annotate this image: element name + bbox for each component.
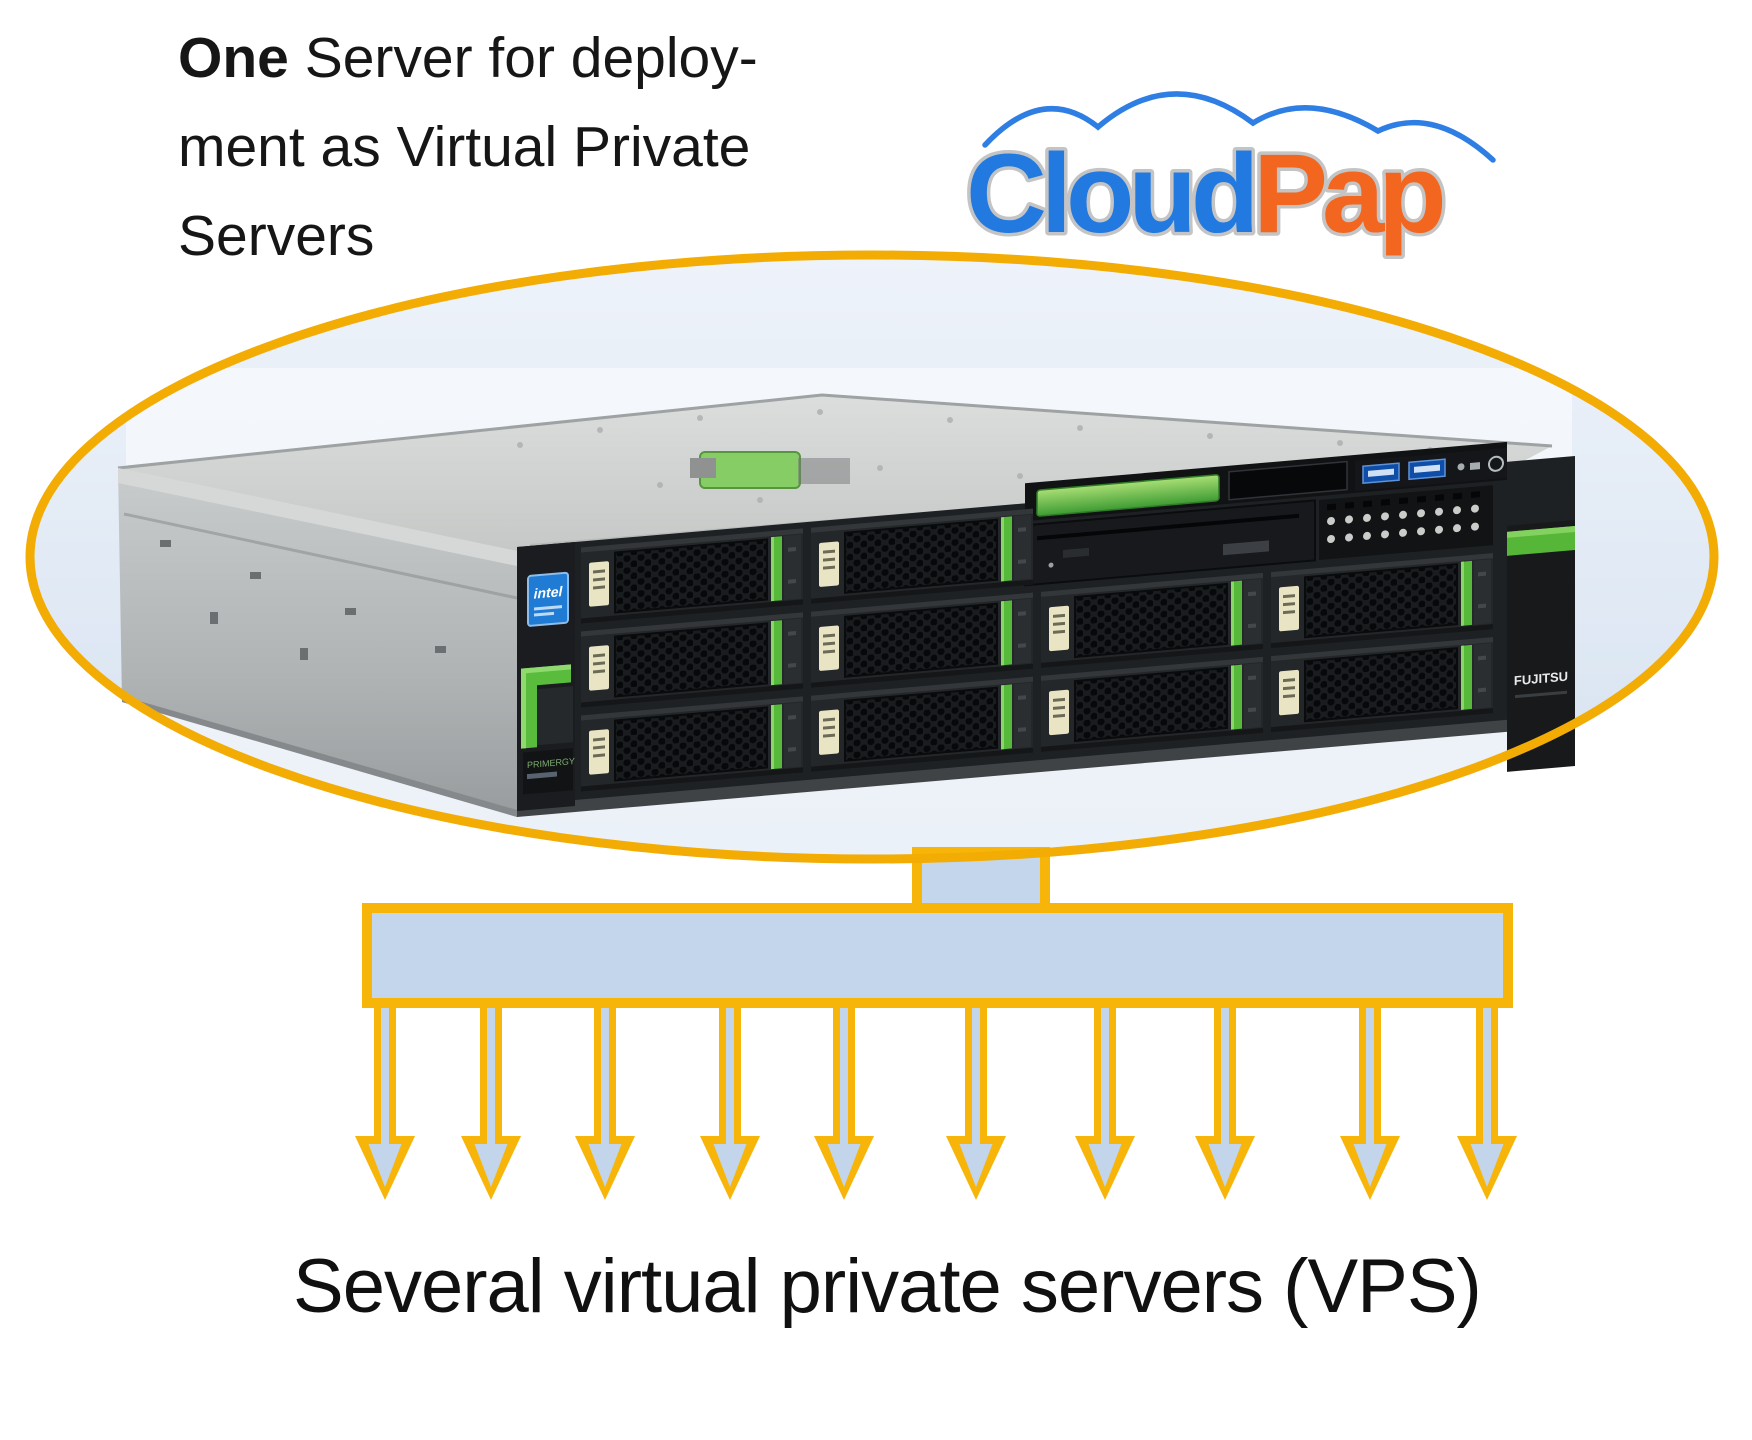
- logo-wordmark: CloudPap: [966, 131, 1442, 256]
- title-word-one: One: [178, 26, 289, 90]
- down-arrow: [1340, 1008, 1400, 1200]
- usb-ports: [1362, 458, 1446, 485]
- server-front-face: intel PRIMERGY: [517, 441, 1575, 817]
- optical-drive: [1024, 499, 1316, 587]
- fujitsu-wordmark: FUJITSU: [1514, 669, 1568, 689]
- server-top-face: [117, 393, 1553, 551]
- arrows-group: [355, 1008, 1517, 1200]
- intel-badge: intel: [527, 571, 569, 627]
- title-line-2: ment as Virtual Private: [178, 115, 751, 179]
- svg-text:PRIMERGY: PRIMERGY: [527, 756, 575, 770]
- status-leds: [1457, 462, 1480, 471]
- server-side-panel: [118, 468, 518, 817]
- power-button-icon: [1488, 455, 1504, 472]
- down-arrow: [461, 1008, 521, 1200]
- down-arrow: [946, 1008, 1006, 1200]
- caption-text: Several virtual private servers (VPS): [293, 1244, 1482, 1329]
- page-title: One Server for deploy- ment as Virtual P…: [178, 14, 758, 281]
- front-display-slot: [1228, 460, 1348, 501]
- front-latch-handle: [521, 664, 573, 749]
- down-arrow: [1075, 1008, 1135, 1200]
- logo-part-pap: Pap: [1253, 131, 1442, 256]
- title-line-1: One Server for deploy-: [178, 26, 758, 90]
- down-arrow: [575, 1008, 635, 1200]
- down-arrow: [814, 1008, 874, 1200]
- odd-eject-bar: [1036, 474, 1220, 517]
- distribution-bar: [362, 903, 1513, 1008]
- cloud-outline-icon: [982, 91, 1496, 163]
- cloudpap-logo: CloudPap: [963, 91, 1496, 260]
- title-line-3: Servers: [178, 204, 375, 268]
- side-panel-marks: [160, 540, 446, 660]
- server-right-ear: FUJITSU: [1507, 520, 1575, 772]
- down-arrow: [1457, 1008, 1517, 1200]
- server-left-ear: intel PRIMERGY: [517, 542, 575, 811]
- rack-server-image: intel PRIMERGY: [117, 393, 1575, 817]
- svg-text:intel: intel: [534, 583, 564, 602]
- logo-part-cloud: Cloud: [966, 131, 1253, 256]
- down-arrow: [700, 1008, 760, 1200]
- one-server-ellipse-outline: [25, 250, 1719, 864]
- front-vent-grid: [1319, 485, 1493, 561]
- down-arrow: [1195, 1008, 1255, 1200]
- down-arrow: [355, 1008, 415, 1200]
- primergy-label: PRIMERGY: [523, 748, 575, 795]
- control-panel: [1025, 441, 1507, 522]
